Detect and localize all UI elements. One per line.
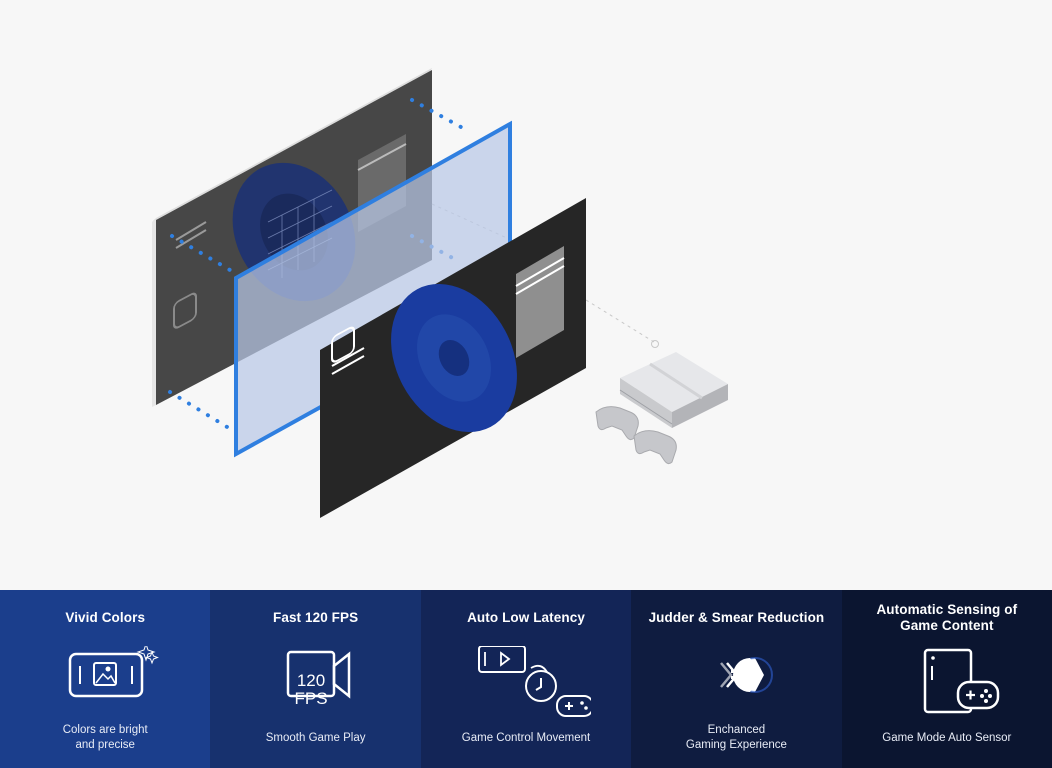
feature-auto-low-latency: Auto Low Latency Game Control Movement <box>420 590 632 768</box>
image-sparkle-icon <box>68 646 160 698</box>
fps-label: FPS <box>294 689 327 708</box>
feature-bar: Vivid Colors Colors are bright and preci… <box>0 590 1052 768</box>
pacman-motion-icon <box>720 657 774 693</box>
feature-auto-sensing: Automatic Sensing of Game Content Game M… <box>841 590 1052 768</box>
hero-illustration <box>152 68 728 518</box>
feature-description: Game Control Movement <box>461 732 591 744</box>
feature-description: Colors are bright and precise <box>62 724 148 751</box>
latency-timer-icon <box>478 646 592 717</box>
front-screen-layer <box>320 198 586 518</box>
feature-title: Vivid Colors <box>65 610 146 625</box>
feature-title: Automatic Sensing of Game Content <box>876 602 1018 633</box>
phone-gamepad-icon <box>923 648 1000 714</box>
feature-vivid-colors: Vivid Colors Colors are bright and preci… <box>0 590 211 768</box>
fps-number: 120 <box>296 671 324 690</box>
feature-title: Fast 120 FPS <box>272 610 359 625</box>
feature-fast-120-fps: Fast 120 FPS 120 FPS Smooth Game Play <box>210 590 421 768</box>
feature-title: Judder & Smear Reduction <box>648 610 825 625</box>
gamepad-icon <box>595 406 677 465</box>
game-console-icon <box>619 352 728 428</box>
feature-judder-smear: Judder & Smear Reduction Enchanced Gamin… <box>631 590 842 768</box>
feature-description: Game Mode Auto Sensor <box>882 732 1012 744</box>
feature-description: Smooth Game Play <box>265 732 366 744</box>
feature-title: Auto Low Latency <box>467 610 585 625</box>
fps-camera-icon: 120 FPS <box>286 650 350 708</box>
feature-description: Enchanced Gaming Experience <box>685 724 787 751</box>
